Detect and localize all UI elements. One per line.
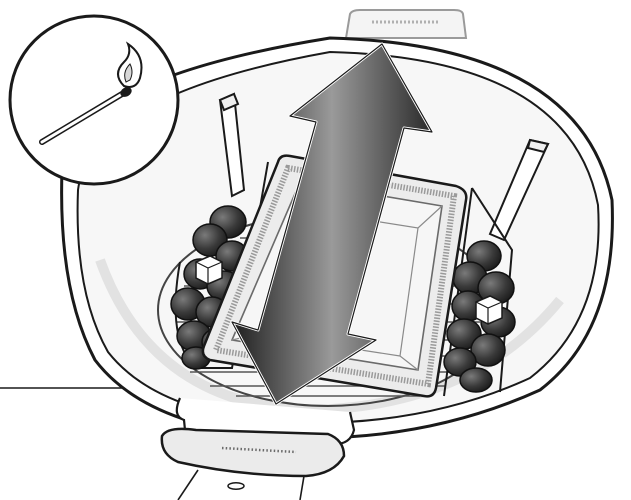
fire-starter-cube-icon <box>475 295 503 325</box>
briquette-icon <box>470 333 506 367</box>
match-inset <box>8 14 180 186</box>
briquette-icon <box>459 367 493 393</box>
grate-handles <box>218 92 550 242</box>
double-arrow-icon <box>230 42 434 406</box>
front-handle <box>160 397 356 490</box>
fire-starter-cube-icon <box>195 255 223 285</box>
match-icon <box>39 41 143 145</box>
lid-handle <box>344 9 468 39</box>
